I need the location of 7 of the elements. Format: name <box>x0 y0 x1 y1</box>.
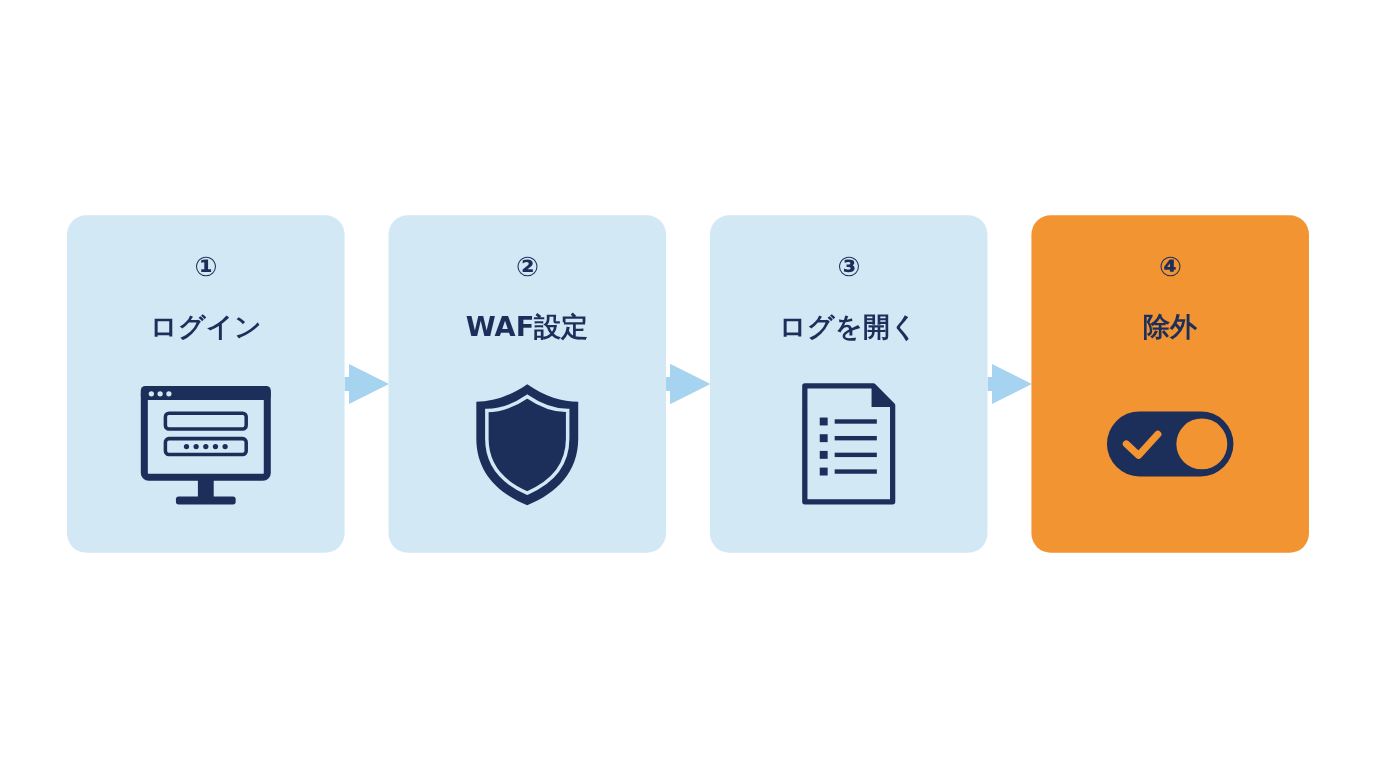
node-box: ② WAF設定 <box>388 215 667 553</box>
node-box: ③ ログを開く <box>709 215 988 553</box>
arrow <box>344 363 389 405</box>
arrow <box>666 363 711 405</box>
arrow <box>987 363 1032 405</box>
node-box: ① ログイン <box>67 215 345 553</box>
node-box: ④ 除外 <box>1031 215 1309 553</box>
